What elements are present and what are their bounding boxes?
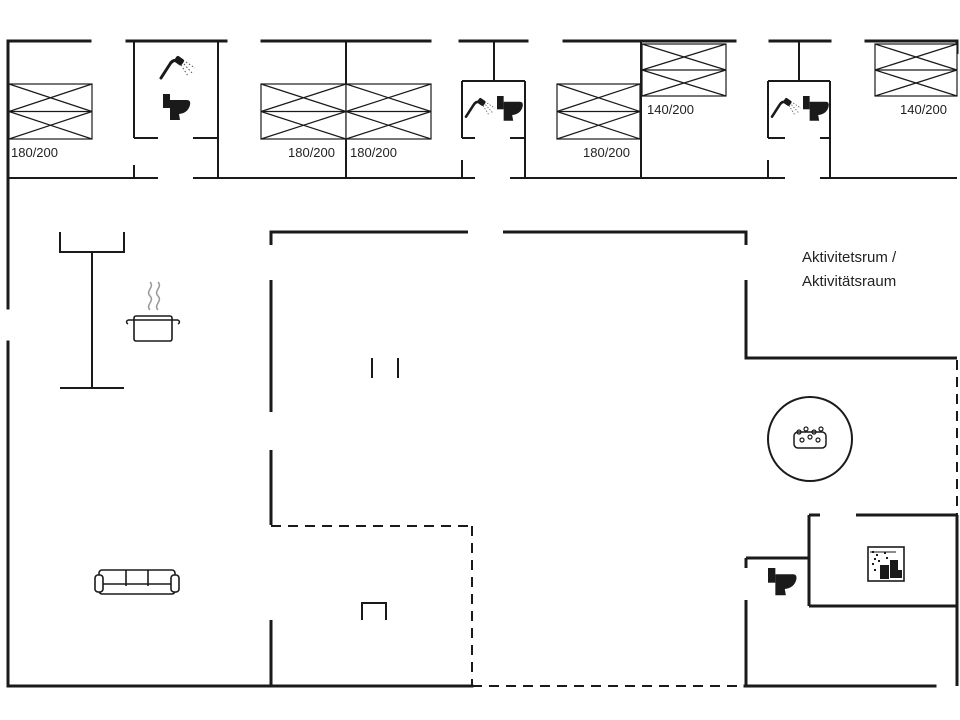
activity-room-label-2: Aktivitätsraum (802, 273, 896, 290)
shower-icon (770, 96, 803, 118)
bed-size-label: 180/200 (288, 145, 335, 160)
bed-size-label: 180/200 (350, 145, 397, 160)
sofa-icon (94, 569, 180, 595)
outer-walls-dashed (472, 360, 958, 687)
hall-marks (361, 358, 399, 620)
interior-dashed-walls (271, 525, 473, 686)
toilet-icon (163, 94, 191, 120)
bed-icon (874, 43, 958, 97)
cooking-pot-icon (125, 281, 181, 342)
bed-size-label: 140/200 (647, 102, 694, 117)
bed-icon (345, 83, 432, 140)
bed-size-label: 180/200 (11, 145, 58, 160)
shower-icon (464, 96, 497, 118)
toilet-icon (497, 96, 523, 121)
toilet-icon (803, 96, 829, 121)
bed-size-label: 180/200 (583, 145, 630, 160)
sauna-icon (867, 546, 905, 582)
shower-icon (159, 53, 197, 80)
bed-icon (8, 83, 93, 140)
activity-room-label: Aktivitetsrum / (802, 249, 897, 266)
bed-icon (260, 83, 347, 140)
bed-icon (556, 83, 641, 140)
bedroom-partitions (8, 41, 957, 179)
bed-size-label: 140/200 (900, 102, 947, 117)
bed-icon (641, 43, 727, 97)
whirlpool-icon (767, 396, 853, 482)
interior-walls (269, 230, 957, 686)
toilet-icon (768, 568, 797, 596)
kitchen-counter (59, 232, 125, 389)
beds (8, 43, 958, 140)
